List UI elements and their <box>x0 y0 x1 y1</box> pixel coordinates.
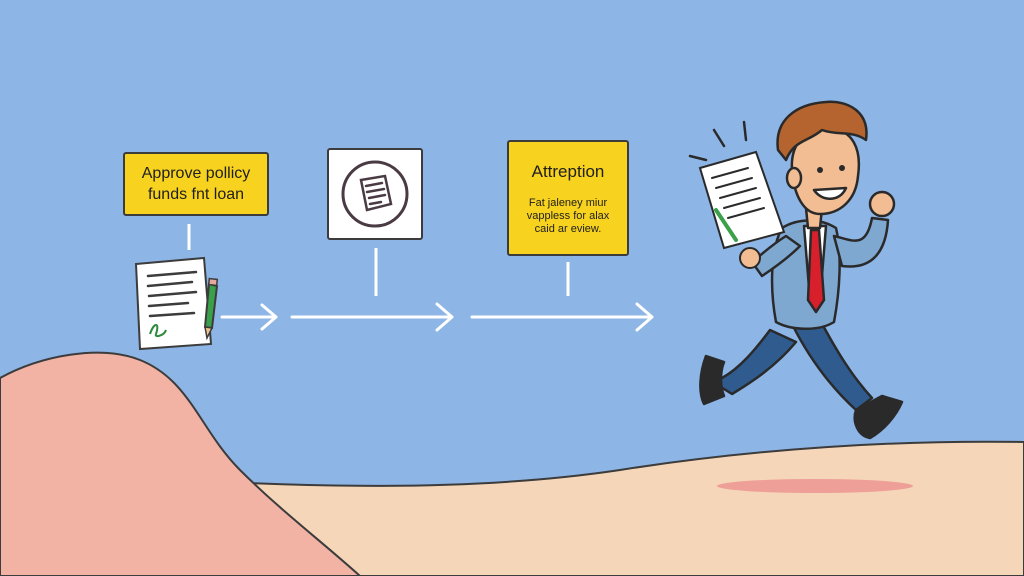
step-label-approve: Approve pollicy funds fnt loan <box>123 152 269 216</box>
step-description-line: Fat jaleney miur <box>528 196 608 209</box>
step-document-box <box>327 148 423 240</box>
held-document-icon <box>698 150 786 269</box>
step-title: Attreption <box>531 161 605 181</box>
runner-character <box>688 100 904 440</box>
document-icon <box>341 160 409 228</box>
arrow-right-icon <box>470 302 654 332</box>
signed-document-icon <box>134 256 213 351</box>
arrow-right-icon <box>220 303 278 331</box>
step-label-line: funds fnt loan <box>147 186 245 203</box>
step-description-line: vappless for alax <box>526 209 610 222</box>
step-label-attreption: Attreption Fat jaleney miur vappless for… <box>507 140 629 256</box>
runner-shadow <box>717 479 913 493</box>
pencil-icon <box>203 277 219 341</box>
hill-pink <box>0 351 362 576</box>
step-description-line: caid ar eview. <box>534 222 602 235</box>
step-description: Fat jaleney miur vappless for alax caid … <box>527 197 610 236</box>
step-label-line: Approve pollicy <box>141 165 251 182</box>
arrow-right-icon <box>290 302 454 332</box>
